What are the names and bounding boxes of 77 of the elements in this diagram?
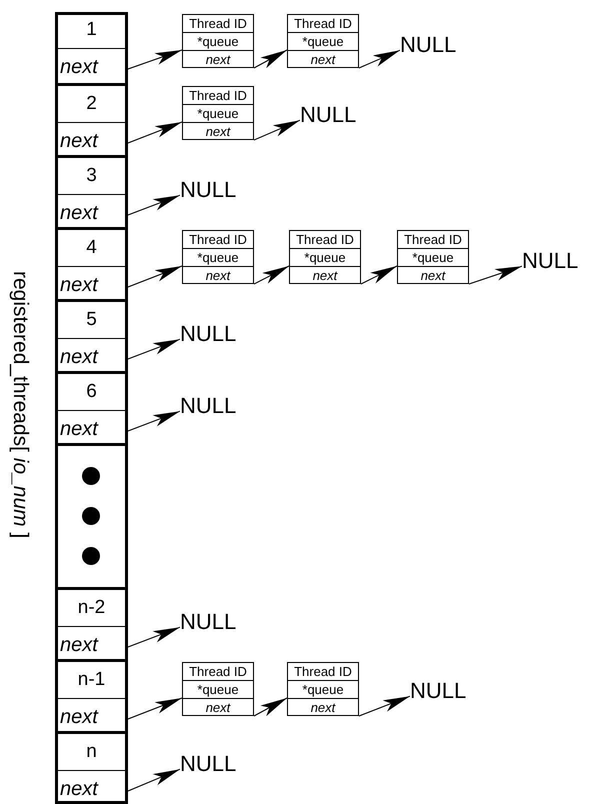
slot-index: 6 (58, 374, 125, 411)
null-label: NULL (180, 321, 250, 347)
field-label: Thread ID (398, 231, 468, 249)
field-label: *queue (183, 105, 253, 123)
slot-index: n (58, 734, 125, 771)
pointer-field: next (60, 274, 98, 296)
slot-index: n-2 (58, 590, 125, 627)
arrow (128, 194, 180, 216)
pointer-field: next (60, 418, 98, 440)
field-label: Thread ID (288, 663, 358, 681)
arrow (128, 768, 180, 792)
pointer-field: next (183, 123, 253, 140)
thread-record (397, 230, 469, 284)
slot-index: n-1 (58, 662, 125, 699)
field-label: *queue (183, 33, 253, 51)
arrow (128, 410, 180, 432)
arrow (468, 266, 522, 284)
pointer-field: next (183, 51, 253, 68)
field-label: Thread ID (183, 663, 253, 681)
field-label: Thread ID (183, 87, 253, 105)
null-label: NULL (180, 393, 250, 419)
pointer-field: next (60, 56, 98, 78)
thread-record (182, 230, 254, 284)
slot-index: 1 (58, 12, 125, 49)
pointer-field: next (60, 202, 98, 224)
slot-index: 2 (58, 86, 125, 123)
thread-record (287, 14, 359, 68)
null-label: NULL (180, 609, 250, 635)
slot-index: 4 (58, 230, 125, 267)
thread-record (287, 662, 359, 716)
pointer-field: next (288, 51, 358, 68)
arrow (128, 266, 182, 288)
field-label: *queue (288, 681, 358, 699)
arrow (254, 120, 300, 140)
field-label: *queue (398, 249, 468, 267)
field-label: *queue (183, 249, 253, 267)
pointer-field: next (288, 699, 358, 716)
null-label: NULL (180, 751, 250, 777)
null-label: NULL (180, 177, 250, 203)
pointer-field: next (398, 267, 468, 284)
null-label: NULL (410, 678, 480, 704)
arrow (254, 698, 288, 716)
pointer-field: next (60, 778, 98, 800)
pointer-field: next (290, 267, 360, 284)
field-label: Thread ID (183, 231, 253, 249)
array-name: registered_threads[ io_num ] (8, 270, 33, 541)
arrow (128, 626, 180, 648)
pointer-field: next (183, 699, 253, 716)
null-label: NULL (400, 32, 470, 58)
arrow (358, 50, 400, 68)
pointer-field: next (60, 706, 98, 728)
field-label: Thread ID (288, 15, 358, 33)
pointer-field: next (183, 267, 253, 284)
arrow (128, 122, 182, 144)
thread-record (289, 230, 361, 284)
arrow (128, 698, 182, 720)
field-label: *queue (290, 249, 360, 267)
arrow (254, 50, 288, 68)
pointer-field: next (60, 634, 98, 656)
arrow (254, 266, 290, 284)
arrow (360, 266, 398, 284)
null-label: NULL (522, 248, 592, 274)
null-label: NULL (300, 102, 370, 128)
slot-index: 3 (58, 158, 125, 195)
arrow (358, 696, 410, 716)
field-label: Thread ID (183, 15, 253, 33)
field-label: Thread ID (290, 231, 360, 249)
arrow (128, 50, 182, 70)
slot-index: 5 (58, 302, 125, 339)
pointer-field: next (60, 346, 98, 368)
thread-record (182, 86, 254, 140)
thread-record (182, 662, 254, 716)
arrow (128, 338, 180, 360)
field-label: *queue (288, 33, 358, 51)
pointer-field: next (60, 130, 98, 152)
thread-record (182, 14, 254, 68)
field-label: *queue (183, 681, 253, 699)
